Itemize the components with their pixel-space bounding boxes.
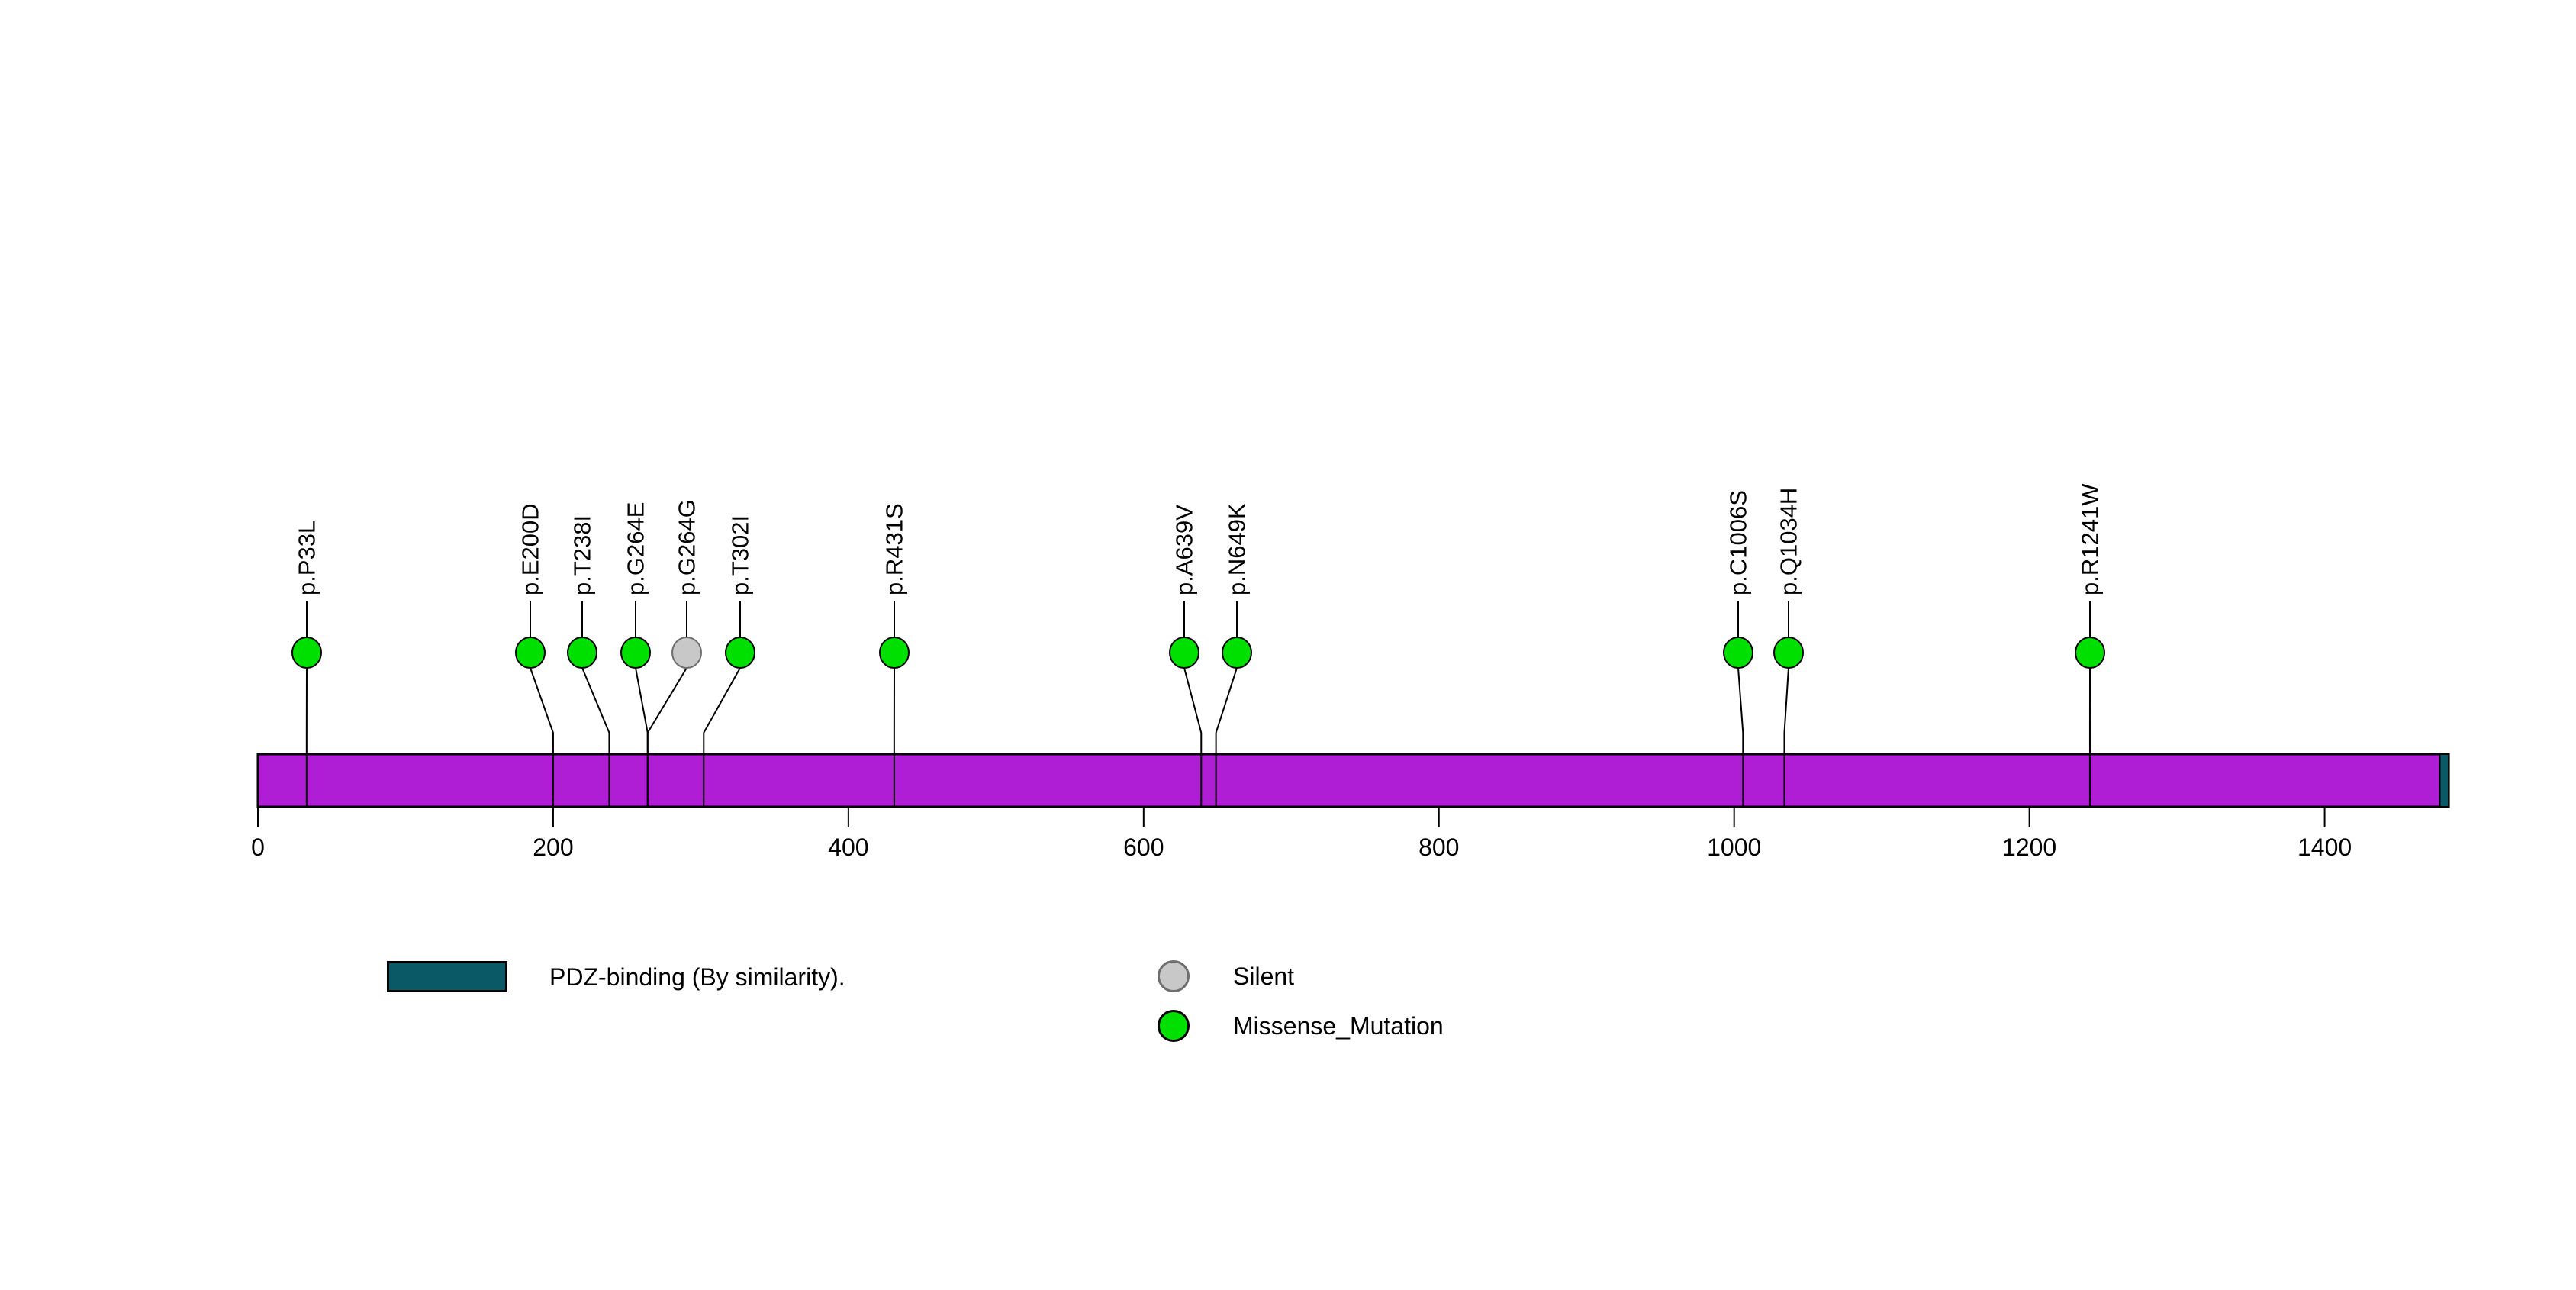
mutation-marker-p.A639V[interactable]	[1169, 637, 1199, 669]
axis-tick-label: 0	[251, 834, 265, 861]
axis-tick-label: 400	[828, 834, 868, 861]
axis-tick-label: 800	[1418, 834, 1459, 861]
mutation-label-p.R431S: p.R431S	[881, 503, 908, 595]
protein-domain	[2439, 753, 2450, 808]
mutation-marker-p.E200D[interactable]	[515, 637, 546, 669]
mutation-label-p.T302I: p.T302I	[727, 515, 754, 595]
mutation-label-p.R1241W: p.R1241W	[2077, 483, 2104, 595]
mutation-label-p.T238I: p.T238I	[569, 515, 596, 595]
axis-tick-label: 1000	[1707, 834, 1761, 861]
mutation-marker-p.C1006S[interactable]	[1723, 637, 1753, 669]
mutation-label-p.N649K: p.N649K	[1224, 503, 1251, 595]
protein-bar	[256, 753, 2450, 808]
mutation-label-p.E200D: p.E200D	[517, 503, 544, 595]
axis-tick-label: 200	[533, 834, 573, 861]
mutation-marker-p.T238I[interactable]	[567, 637, 597, 669]
mutation-label-p.P33L: p.P33L	[294, 521, 320, 595]
axis-tick-label: 1400	[2297, 834, 2352, 861]
mutation-marker-p.P33L[interactable]	[291, 637, 322, 669]
domain-legend-label: PDZ-binding (By similarity).	[549, 963, 845, 991]
domain-legend-swatch	[387, 961, 507, 992]
missense-legend-label: Missense_Mutation	[1233, 1012, 1444, 1040]
mutation-label-p.G264G: p.G264G	[674, 499, 700, 595]
mutation-marker-p.T302I[interactable]	[725, 637, 755, 669]
mutation-marker-p.G264E[interactable]	[620, 637, 651, 669]
mutation-label-p.G264E: p.G264E	[623, 502, 649, 595]
mutation-marker-p.R1241W[interactable]	[2075, 637, 2105, 669]
mutation-marker-p.Q1034H[interactable]	[1773, 637, 1804, 669]
mutation-label-p.C1006S: p.C1006S	[1725, 490, 1752, 595]
silent-legend-marker	[1158, 960, 1190, 992]
silent-legend-label: Silent	[1233, 963, 1295, 990]
missense-legend-marker	[1158, 1010, 1190, 1042]
mutation-label-p.Q1034H: p.Q1034H	[1776, 488, 1802, 595]
mutation-marker-p.N649K[interactable]	[1222, 637, 1252, 669]
axis-tick-label: 600	[1123, 834, 1164, 861]
mutation-marker-p.G264G[interactable]	[671, 637, 702, 669]
mutation-marker-p.R431S[interactable]	[879, 637, 910, 669]
mutation-label-p.A639V: p.A639V	[1171, 505, 1198, 595]
axis-tick-label: 1200	[2002, 834, 2056, 861]
